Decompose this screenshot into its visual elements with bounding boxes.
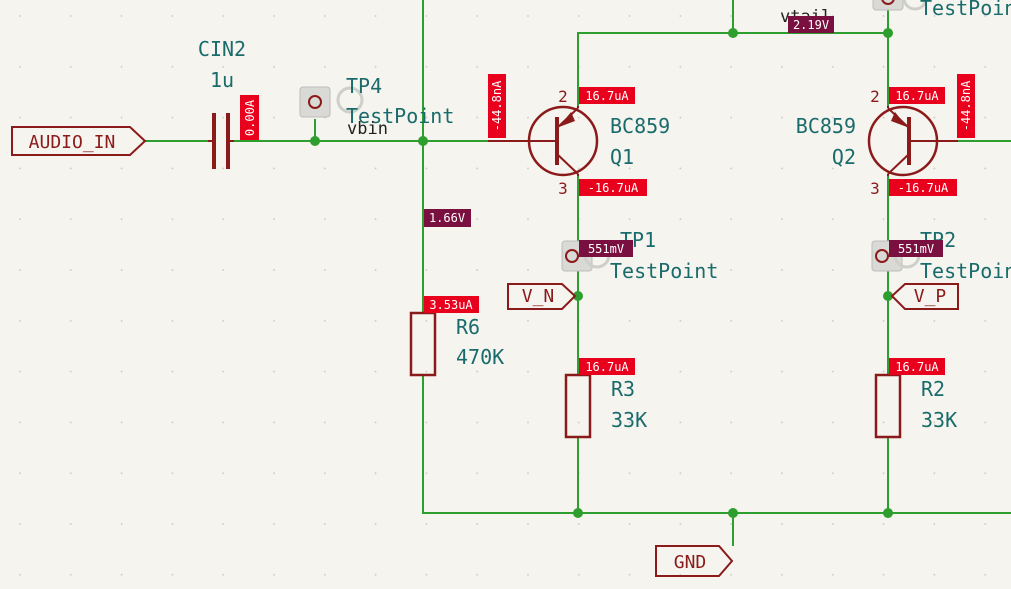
resistor-r6[interactable] — [409, 311, 437, 377]
capacitor-cin2[interactable] — [208, 113, 234, 169]
r6-value: 470K — [456, 345, 504, 369]
port-gnd[interactable]: GND — [655, 545, 734, 577]
resistor-r2[interactable] — [874, 373, 902, 439]
q2-ref: Q2 — [832, 145, 856, 169]
port-gnd-label: GND — [674, 552, 707, 573]
r3-ref: R3 — [611, 377, 635, 401]
junction-v-n — [573, 291, 583, 301]
svg-text:-44.8nA: -44.8nA — [959, 80, 973, 131]
port-audio-in[interactable]: AUDIO_IN — [11, 126, 147, 156]
tp1-value: TestPoint — [610, 259, 718, 283]
tp2-value: TestPoint — [920, 259, 1011, 283]
cin2-ref: CIN2 — [198, 37, 246, 61]
svg-text:0.00A: 0.00A — [243, 99, 257, 136]
q2-value: BC859 — [796, 114, 856, 138]
junction-gnd-right — [883, 508, 893, 518]
testpoint-tp4[interactable] — [299, 86, 364, 118]
r3-value: 33K — [611, 408, 647, 432]
port-v-p[interactable]: V_P — [890, 283, 959, 310]
svg-text:-16.7uA: -16.7uA — [898, 181, 949, 195]
r6-current-badge: 3.53uA — [424, 296, 479, 313]
r3-current-badge: 16.7uA — [579, 358, 635, 375]
svg-text:16.7uA: 16.7uA — [585, 89, 629, 103]
tp-top-value: TestPoint — [920, 0, 1011, 20]
q1-pin-3: 3 — [558, 179, 568, 198]
net-label-vbin: vbin — [347, 119, 388, 139]
tail-node-voltage-badge: 2.19V — [788, 16, 834, 33]
r2-ref: R2 — [921, 377, 945, 401]
q1-ref: Q1 — [610, 145, 634, 169]
svg-text:16.7uA: 16.7uA — [895, 89, 939, 103]
r2-value: 33K — [921, 408, 957, 432]
q1-value: BC859 — [610, 114, 670, 138]
q2-pin-3: 3 — [870, 179, 880, 198]
tp4-value: TestPoint — [346, 104, 454, 128]
bias-node-voltage-badge: 1.66V — [424, 209, 471, 227]
junction-tp4 — [310, 136, 320, 146]
svg-text:3.53uA: 3.53uA — [429, 298, 473, 312]
q2-base-current-badge: -44.8nA — [957, 74, 975, 138]
svg-text:16.7uA: 16.7uA — [895, 360, 939, 374]
svg-text:-16.7uA: -16.7uA — [588, 181, 639, 195]
transistor-q2[interactable] — [867, 105, 958, 177]
tp1-voltage-badge: 551mV — [579, 240, 633, 257]
tp2-voltage-badge: 551mV — [889, 240, 943, 257]
junction-gnd-left — [573, 508, 583, 518]
svg-text:2.19V: 2.19V — [793, 18, 829, 32]
tp4-ref: TP4 — [346, 74, 382, 98]
svg-text:1.66V: 1.66V — [429, 211, 465, 225]
port-v-n[interactable]: V_N — [507, 283, 577, 310]
svg-text:551mV: 551mV — [588, 242, 624, 256]
junction-tail-right — [883, 28, 893, 38]
r6-ref: R6 — [456, 315, 480, 339]
port-v-p-label: V_P — [914, 286, 947, 307]
junction-vbin — [418, 136, 428, 146]
junctions — [310, 28, 893, 518]
junction-v-p — [883, 291, 893, 301]
cin2-current-badge: 0.00A — [240, 95, 259, 140]
cin2-value: 1u — [210, 68, 234, 92]
resistor-r3[interactable] — [564, 373, 592, 439]
junction-tail-mid — [728, 28, 738, 38]
port-v-n-label: V_N — [522, 286, 555, 307]
svg-text:551mV: 551mV — [898, 242, 934, 256]
q1-pin-2: 2 — [558, 87, 568, 106]
q1-emitter-current-badge: -16.7uA — [579, 179, 647, 196]
testpoint-top[interactable] — [872, 0, 928, 11]
r2-current-badge: 16.7uA — [889, 358, 945, 375]
junction-gnd-mid — [728, 508, 738, 518]
transistor-q1[interactable] — [488, 105, 599, 177]
q2-emitter-current-badge: -16.7uA — [889, 179, 957, 196]
q2-collector-current-badge: 16.7uA — [889, 87, 945, 104]
port-audio-in-label: AUDIO_IN — [29, 132, 116, 153]
svg-text:16.7uA: 16.7uA — [585, 360, 629, 374]
svg-text:-44.8nA: -44.8nA — [490, 80, 504, 131]
q2-pin-2: 2 — [870, 87, 880, 106]
q1-collector-current-badge: 16.7uA — [579, 87, 635, 104]
q1-base-current-badge: -44.8nA — [488, 74, 506, 138]
